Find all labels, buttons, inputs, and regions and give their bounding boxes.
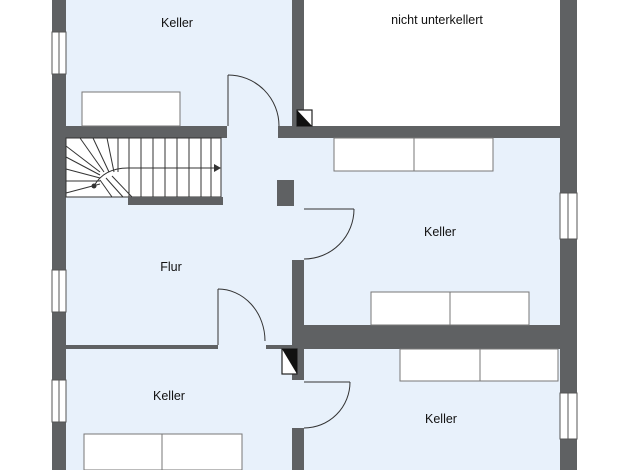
window-icon [51,269,67,313]
shelf-unit [83,433,243,470]
door-opening-hallway-south [218,343,266,351]
room-label-top-right: nicht unterkellert [391,13,483,27]
staircase-icon [65,137,223,205]
door-opening-middle-right [290,208,306,260]
chimney-shaft-icon [281,348,298,375]
room-label-bottom-left: Keller [153,389,185,403]
room-label-hallway: Flur [160,260,182,274]
room-label-middle-right: Keller [424,225,456,239]
wall-pillar [277,180,294,206]
shelf-unit [333,137,494,172]
door-opening-top-left [227,124,278,140]
window-icon [559,392,578,440]
shelf-unit [399,348,559,382]
shelf-unit [370,291,530,326]
chimney-shaft-icon [296,109,313,127]
door-opening-bottom-left [290,380,306,428]
window-icon [51,31,67,75]
room-label-bottom-right: Keller [425,412,457,426]
room-top-right-unexcavated [304,0,560,126]
shelf-unit [81,91,181,127]
door-swing-icon [217,288,266,345]
door-swing-icon [227,74,280,127]
door-swing-icon [303,208,355,260]
room-label-top-left: Keller [161,16,193,30]
window-icon [51,379,67,423]
door-swing-icon [303,381,351,429]
window-icon [559,192,578,240]
